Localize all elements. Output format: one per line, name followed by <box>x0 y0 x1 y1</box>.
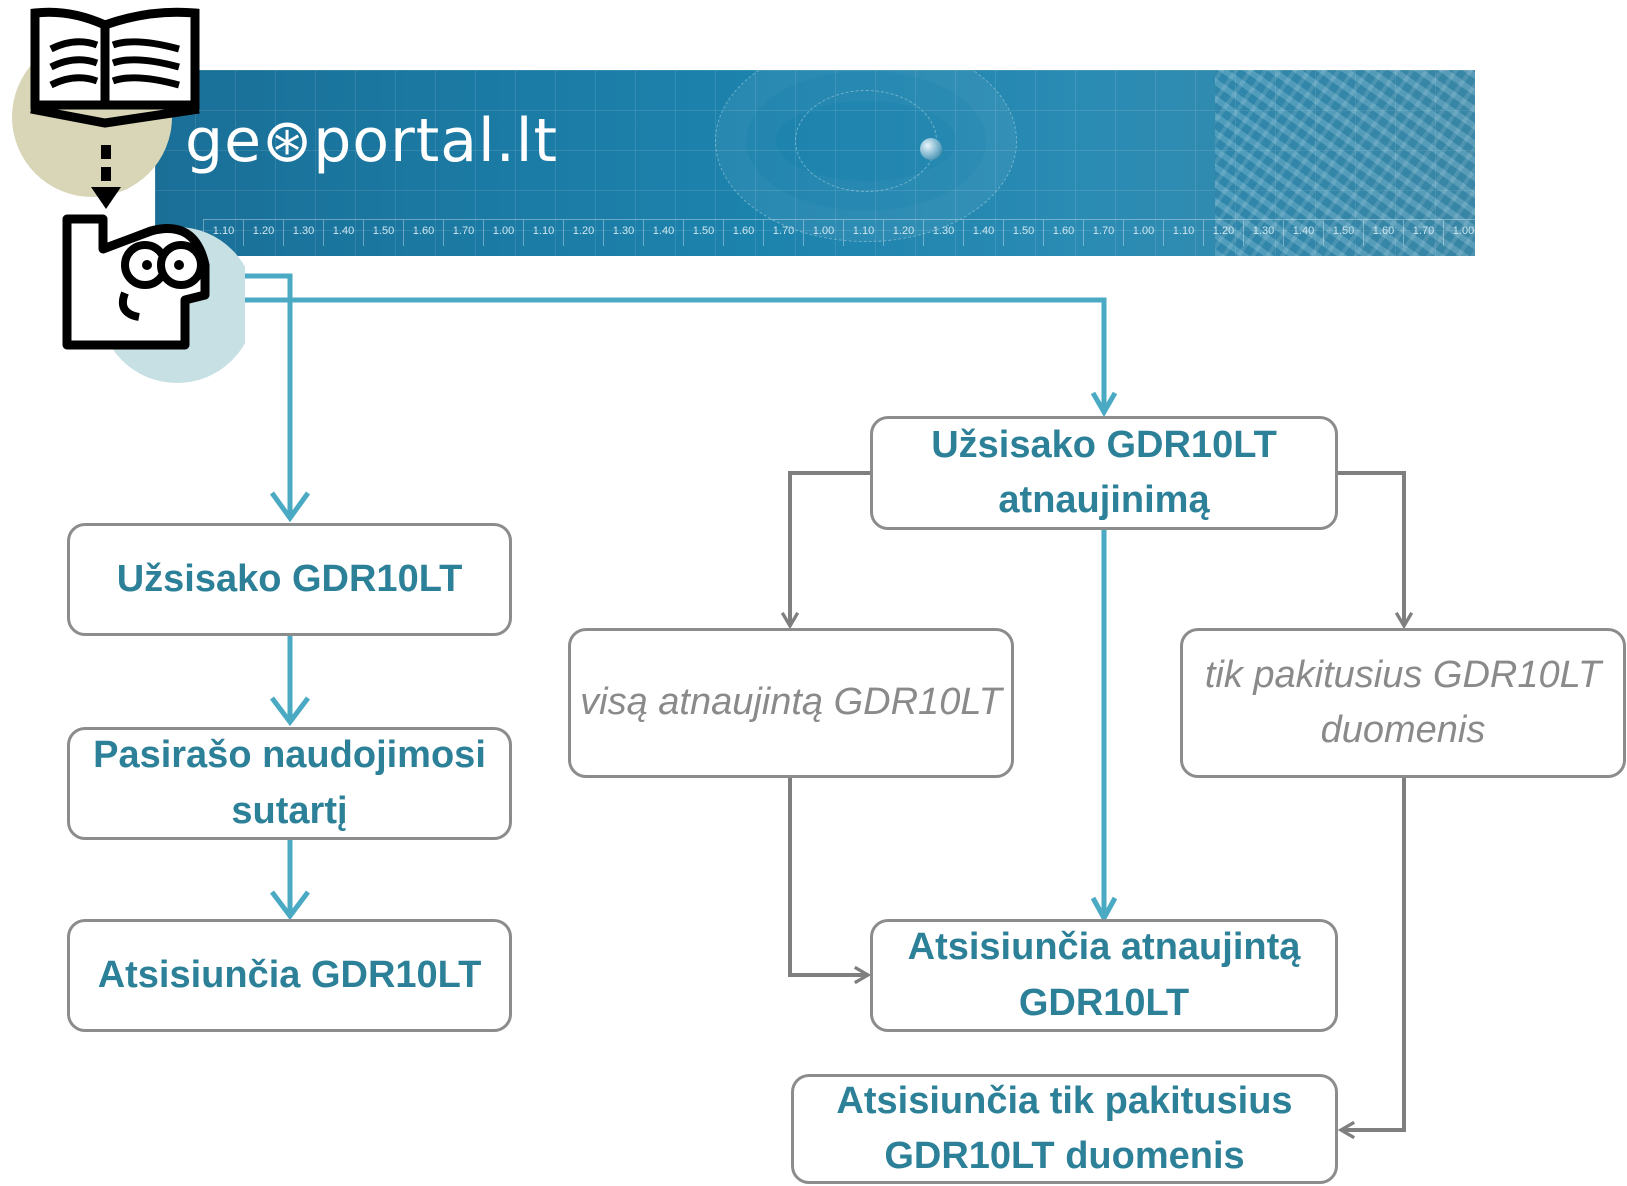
node-sign-agreement-label: Pasirašo naudojimosi sutartį <box>93 734 486 832</box>
scale-tick: 1.00 <box>803 220 843 246</box>
arrowhead-sign-to-download <box>270 890 310 921</box>
scale-tick: 1.30 <box>923 220 963 246</box>
arrowhead-person-to-order <box>269 491 311 523</box>
node-option-changed-data-label: tik pakitusius GDR10LT duomenis <box>1204 653 1602 751</box>
scale-tick: 1.30 <box>1243 220 1283 246</box>
scale-tick: 1.50 <box>683 220 723 246</box>
scale-tick: 1.70 <box>443 220 483 246</box>
node-order-update: Užsisako GDR10LT atnaujinimą <box>870 416 1338 530</box>
thinking-person-icon <box>62 214 245 383</box>
scale-tick: 1.60 <box>1043 220 1083 246</box>
node-download-updated-label: Atsisiunčia atnaujintą GDR10LT <box>907 926 1301 1024</box>
scale-tick: 1.10 <box>523 220 563 246</box>
scale-tick: 1.70 <box>1403 220 1443 246</box>
scale-tick: 1.70 <box>763 220 803 246</box>
scale-tick: 1.40 <box>1283 220 1323 246</box>
scale-tick: 1.20 <box>1203 220 1243 246</box>
scale-tick: 1.20 <box>883 220 923 246</box>
scale-tick: 1.60 <box>1363 220 1403 246</box>
node-order-update-label: Užsisako GDR10LT atnaujinimą <box>931 423 1277 521</box>
arrow-option-changed-to-download-changed <box>1337 778 1406 1140</box>
node-order: Užsisako GDR10LT <box>67 523 512 636</box>
scale-tick: 1.60 <box>403 220 443 246</box>
scale-tick: 1.00 <box>483 220 523 246</box>
node-download-changed: Atsisiunčia tik pakitusius GDR10LT duome… <box>791 1074 1338 1184</box>
arrowhead-person-to-order-update <box>1090 391 1118 417</box>
scale-tick: 1.10 <box>1163 220 1203 246</box>
scale-tick: 1.40 <box>323 220 363 246</box>
scale-tick: 1.30 <box>283 220 323 246</box>
node-option-full-update-label: visą atnaujintą GDR10LT <box>580 681 1002 724</box>
node-download-label: Atsisiunčia GDR10LT <box>97 953 482 996</box>
book-icon <box>12 7 200 209</box>
scale-tick: 1.60 <box>723 220 763 246</box>
scale-tick: 1.20 <box>243 220 283 246</box>
node-download-updated: Atsisiunčia atnaujintą GDR10LT <box>870 919 1338 1032</box>
arrow-person-to-order <box>230 273 293 515</box>
node-download-changed-label: Atsisiunčia tik pakitusius GDR10LT duome… <box>836 1079 1293 1177</box>
arrowhead-update-to-download-updated <box>1090 896 1118 924</box>
web-center-drop <box>920 138 942 160</box>
arrow-person-to-order-update <box>230 297 1107 412</box>
arrow-option-full-to-download-updated <box>788 778 872 985</box>
scale-tick: 1.50 <box>1003 220 1043 246</box>
arrowhead-order-to-sign <box>270 696 310 727</box>
node-order-label: Užsisako GDR10LT <box>116 557 463 600</box>
scale-tick: 1.40 <box>643 220 683 246</box>
node-download: Atsisiunčia GDR10LT <box>67 919 512 1032</box>
node-option-full-update: visą atnaujintą GDR10LT <box>568 628 1014 778</box>
scale-tick: 1.30 <box>603 220 643 246</box>
aerial-photo-strip <box>1215 70 1475 256</box>
geoportal-logo: ge⊛portal.lt <box>185 106 558 176</box>
scale-tick: 1.40 <box>963 220 1003 246</box>
scale-tick: 1.20 <box>563 220 603 246</box>
scale-tick: 1.50 <box>1323 220 1363 246</box>
scale-tick: 1.00 <box>1443 220 1475 246</box>
arrow-update-to-option-full <box>780 471 870 630</box>
node-sign-agreement: Pasirašo naudojimosi sutartį <box>67 727 512 840</box>
scale-tick: 1.10 <box>843 220 883 246</box>
scale-tick: 1.70 <box>1083 220 1123 246</box>
scale-tick: 1.50 <box>363 220 403 246</box>
arrow-update-to-option-changed <box>1338 471 1414 630</box>
node-option-changed-data: tik pakitusius GDR10LT duomenis <box>1180 628 1626 778</box>
scale-tick: 1.00 <box>1123 220 1163 246</box>
